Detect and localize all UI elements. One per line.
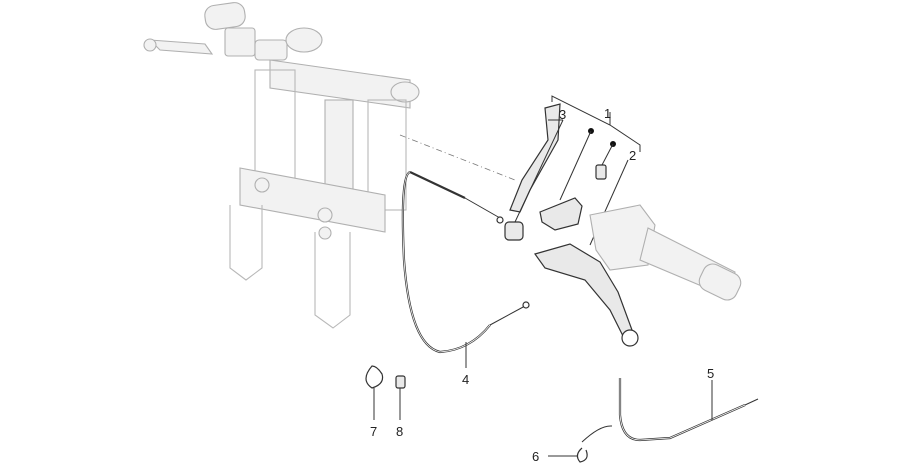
lever-bracket	[539, 164, 607, 231]
part-3-lever-cover	[504, 103, 564, 241]
part-5-cable	[618, 378, 759, 442]
callout-2: 2	[629, 148, 636, 163]
part-8-screw	[395, 375, 406, 420]
part-4-clutch-cable	[401, 170, 530, 368]
callout-1: 1	[604, 106, 611, 121]
fork-assembly-ghost	[143, 2, 516, 329]
part-2-clutch-lever	[534, 159, 639, 347]
callout-3: 3	[559, 107, 566, 122]
callout-5: 5	[707, 366, 714, 381]
part-7-spring-clip	[365, 365, 384, 420]
callout-7: 7	[370, 424, 377, 439]
callout-4: 4	[462, 372, 469, 387]
callout-6: 6	[532, 449, 539, 463]
part-6-clip	[548, 425, 613, 463]
callout-8: 8	[396, 424, 403, 439]
handlebar-switch-ghost	[589, 204, 742, 301]
part-1-bracket	[551, 95, 641, 201]
